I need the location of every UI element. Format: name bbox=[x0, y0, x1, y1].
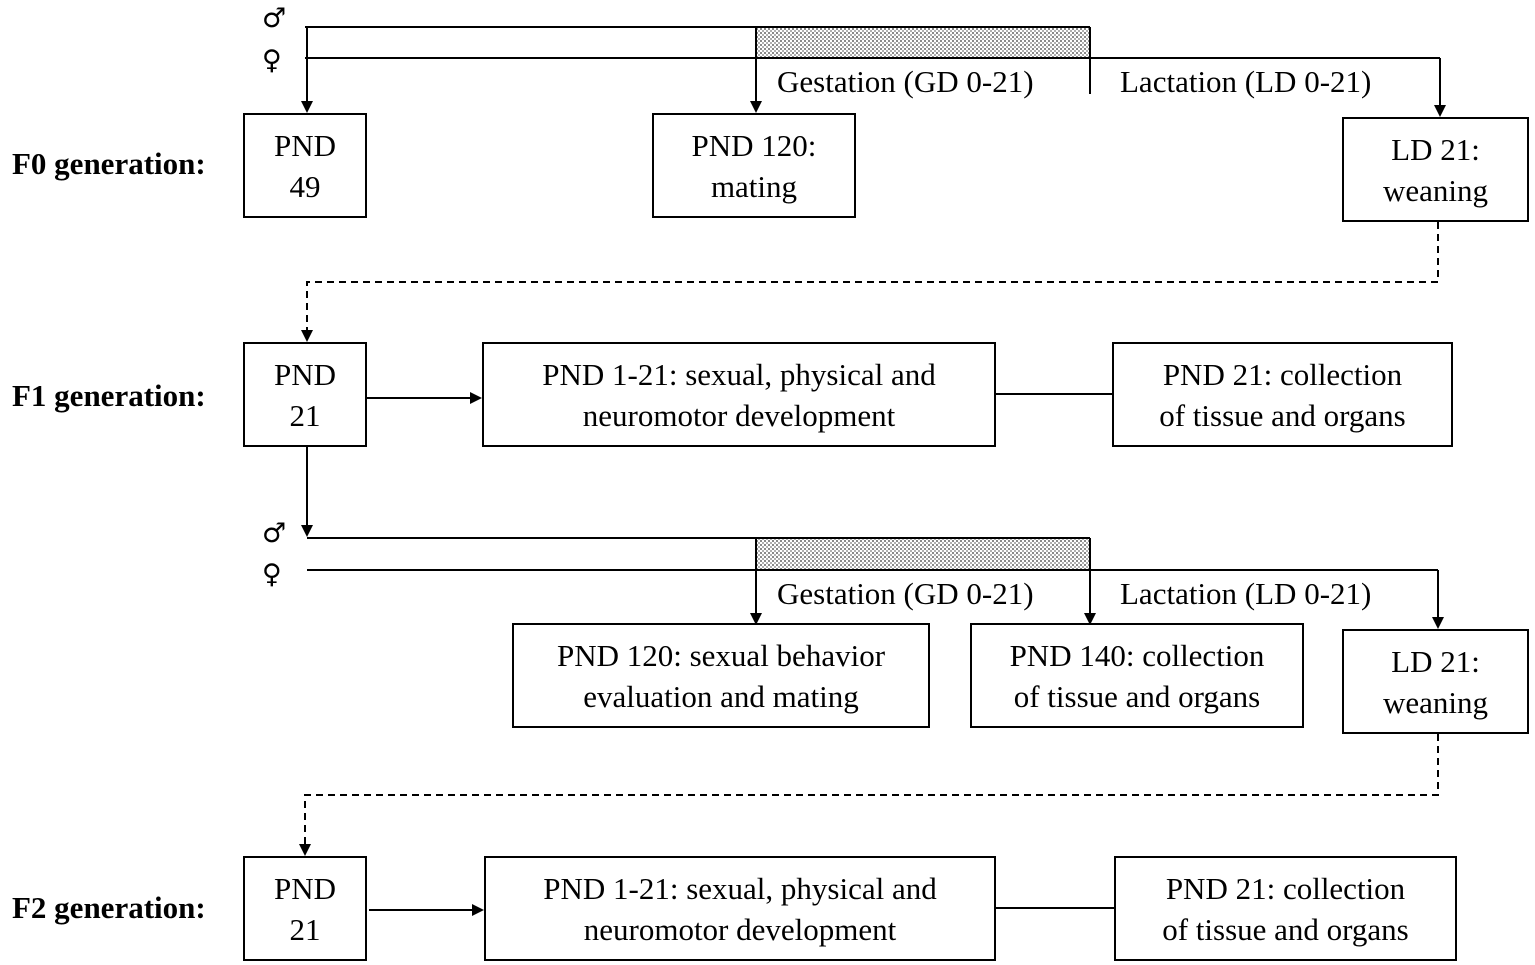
lactation-label-f0: Lactation (LD 0-21) bbox=[1120, 64, 1372, 99]
f0-generation-label: F0 generation: bbox=[12, 146, 206, 181]
f0-weaning-box: LD 21: weaning bbox=[1342, 117, 1529, 222]
female-symbol-f1: ♀ bbox=[262, 559, 282, 590]
box-line: 21 bbox=[289, 911, 321, 947]
female-symbol-f0: ♀ bbox=[262, 45, 282, 76]
male-symbol-f1: ♂ bbox=[262, 518, 287, 549]
box-line: weaning bbox=[1382, 684, 1489, 720]
f1-weaning-box: LD 21: weaning bbox=[1342, 629, 1529, 734]
f2-collection-box: PND 21: collection of tissue and organs bbox=[1114, 856, 1457, 961]
box-line: PND 120: sexual behavior bbox=[556, 637, 886, 673]
gestation-shading-f1 bbox=[756, 538, 1090, 570]
box-line: of tissue and organs bbox=[1159, 397, 1406, 433]
box-line: 21 bbox=[289, 397, 321, 433]
dashed-link-f1-f2 bbox=[299, 734, 1439, 856]
f1-generation-label: F1 generation: bbox=[12, 378, 206, 413]
male-symbol-f0: ♂ bbox=[262, 3, 287, 34]
box-line: of tissue and organs bbox=[1013, 678, 1261, 714]
f1-development-box: PND 1-21: sexual, physical and neuromoto… bbox=[482, 342, 996, 447]
box-line: PND 1-21: sexual, physical and bbox=[542, 356, 936, 392]
box-line: PND 21: collection bbox=[1162, 356, 1403, 392]
lactation-label-f1: Lactation (LD 0-21) bbox=[1120, 576, 1372, 611]
f2-generation-label: F2 generation: bbox=[12, 890, 206, 925]
f2-development-box: PND 1-21: sexual, physical and neuromoto… bbox=[484, 856, 996, 961]
box-line: LD 21: bbox=[1391, 643, 1480, 679]
box-line: of tissue and organs bbox=[1162, 911, 1409, 947]
f2-pnd21-box: PND 21 bbox=[243, 856, 367, 961]
f1-behavior-mating-box: PND 120: sexual behavior evaluation and … bbox=[512, 623, 930, 728]
box-line: LD 21: bbox=[1391, 131, 1480, 167]
box-line: PND 120: bbox=[691, 127, 817, 163]
gestation-shading-f0 bbox=[756, 27, 1090, 58]
box-line: mating bbox=[710, 168, 798, 204]
box-line: PND bbox=[273, 870, 336, 906]
f0-pnd49-box: PND 49 bbox=[243, 113, 367, 218]
box-line: weaning bbox=[1382, 172, 1489, 208]
f0-mating-box: PND 120: mating bbox=[652, 113, 856, 218]
f1-pnd21-box: PND 21 bbox=[243, 342, 367, 447]
box-line: PND bbox=[273, 127, 336, 163]
f1-collection-box: PND 21: collection of tissue and organs bbox=[1112, 342, 1453, 447]
f1-pnd140-collection-box: PND 140: collection of tissue and organs bbox=[970, 623, 1304, 728]
box-line: neuromotor development bbox=[583, 911, 897, 947]
gestation-label-f0: Gestation (GD 0-21) bbox=[777, 64, 1034, 99]
box-line: PND 140: collection bbox=[1009, 637, 1265, 673]
dashed-link-f0-f1 bbox=[301, 222, 1439, 342]
box-line: evaluation and mating bbox=[583, 678, 859, 714]
box-line: 49 bbox=[289, 168, 321, 204]
box-line: PND bbox=[273, 356, 336, 392]
box-line: PND 1-21: sexual, physical and bbox=[543, 870, 937, 906]
box-line: neuromotor development bbox=[582, 397, 896, 433]
gestation-label-f1: Gestation (GD 0-21) bbox=[777, 576, 1034, 611]
box-line: PND 21: collection bbox=[1165, 870, 1406, 906]
